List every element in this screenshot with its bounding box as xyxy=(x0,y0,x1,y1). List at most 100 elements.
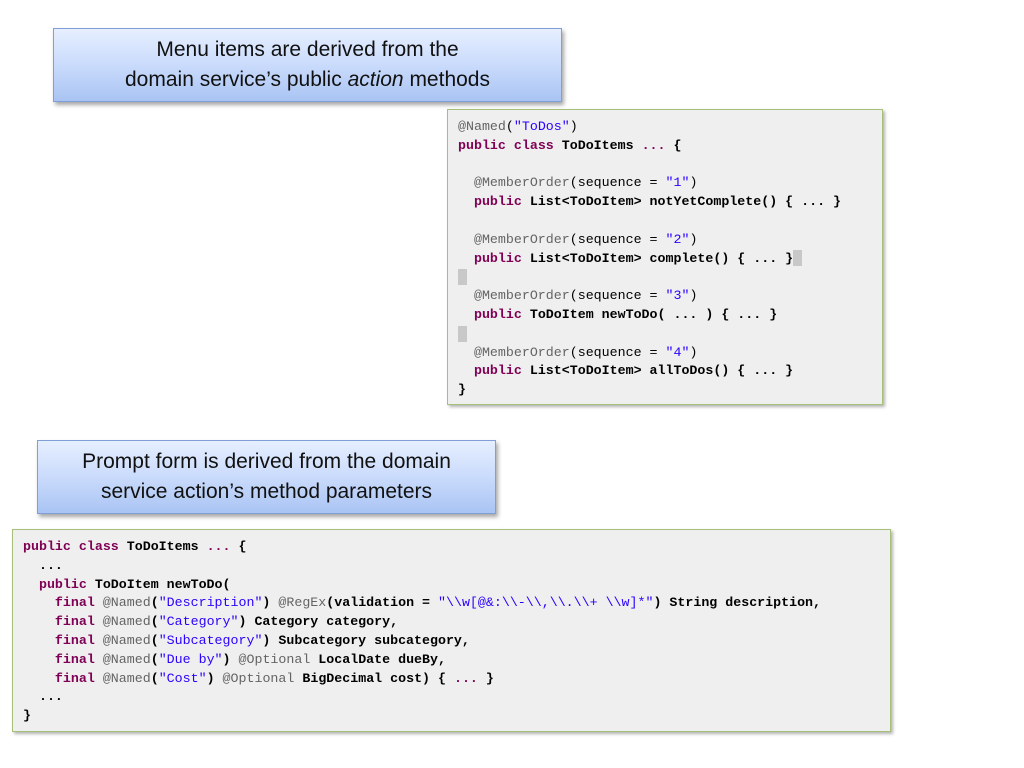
code-text: (sequence = xyxy=(569,231,666,247)
code-keyword: final xyxy=(54,614,95,630)
code-text xyxy=(458,288,474,303)
code-string: "Due by" xyxy=(158,651,223,667)
code-text xyxy=(458,345,474,360)
code-text: ToDoItems xyxy=(553,137,642,153)
code-top-line: public List<ToDoItem> allToDos() { ... } xyxy=(458,362,882,381)
code-annotation: @MemberOrder xyxy=(473,231,570,247)
code-text: ) Category category, xyxy=(238,614,399,630)
code-text: ) Subcategory subcategory, xyxy=(262,632,470,648)
code-annotation: @RegEx xyxy=(278,595,327,611)
code-annotation: @Named xyxy=(458,119,506,134)
code-text xyxy=(23,577,39,592)
code-string: "Description" xyxy=(158,595,263,611)
code-text: ToDoItems xyxy=(118,539,207,554)
code-text xyxy=(458,251,474,266)
code-text: ) xyxy=(262,595,279,611)
code-text: ... xyxy=(23,557,63,573)
text-cursor-marker xyxy=(793,250,803,267)
newtodo-method-code-block: public class ToDoItems ... { ... public … xyxy=(12,529,891,732)
code-string: "1" xyxy=(665,175,690,191)
code-text: List<ToDoItem> notYetComplete() { ... } xyxy=(521,194,842,210)
code-text: ) xyxy=(689,288,698,304)
code-text xyxy=(23,633,55,648)
code-annotation: @Named xyxy=(102,632,151,648)
code-text: (sequence = xyxy=(569,175,666,191)
code-text: List<ToDoItem> complete() { ... } xyxy=(521,250,794,266)
code-bottom-line: final @Named("Subcategory") Subcategory … xyxy=(23,632,890,651)
code-text: ( xyxy=(505,119,514,134)
code-text: (validation = xyxy=(326,595,438,611)
top-callout-line2-post: methods xyxy=(403,68,490,91)
code-text: ) xyxy=(689,175,698,191)
code-text: (sequence = xyxy=(569,344,666,360)
gutter-marker xyxy=(458,325,467,342)
code-string: "3" xyxy=(665,288,690,304)
code-text: ) xyxy=(689,231,698,247)
code-text: ) String description, xyxy=(653,595,822,611)
code-top-line: public class ToDoItems ... { xyxy=(458,137,882,156)
code-top-line xyxy=(458,325,882,344)
code-annotation: @Optional xyxy=(238,651,311,667)
code-keyword: ... xyxy=(641,137,666,153)
code-text xyxy=(95,614,103,629)
code-text: (sequence = xyxy=(569,288,666,304)
code-text: List<ToDoItem> allToDos() { ... } xyxy=(521,363,794,379)
code-bottom-line: final @Named("Description") @RegEx(valid… xyxy=(23,594,890,613)
code-text xyxy=(458,194,474,209)
code-keyword: public xyxy=(473,194,522,210)
code-bottom-line: public ToDoItem newToDo( xyxy=(23,576,890,595)
code-text: ToDoItem newToDo( xyxy=(86,576,231,592)
code-text xyxy=(458,363,474,378)
code-text xyxy=(95,595,103,610)
code-bottom-line: final @Named("Cost") @Optional BigDecima… xyxy=(23,670,890,689)
code-top-line xyxy=(458,268,882,287)
code-text: ( xyxy=(150,670,159,686)
todoitems-menu-code-block: @Named("ToDos")public class ToDoItems ..… xyxy=(447,109,883,405)
code-text: ( xyxy=(150,632,159,648)
code-top-line xyxy=(458,156,882,175)
code-keyword: ... xyxy=(453,670,478,686)
code-text xyxy=(23,671,55,686)
code-text: ) xyxy=(689,344,698,360)
code-text: ) xyxy=(569,119,578,134)
code-string: "Cost" xyxy=(158,670,207,686)
code-string: "ToDos" xyxy=(513,119,570,134)
code-top-line xyxy=(458,212,882,231)
code-text xyxy=(95,671,103,686)
code-keyword: final xyxy=(54,651,95,667)
code-string: "2" xyxy=(665,231,690,247)
code-text xyxy=(95,652,103,667)
bottom-callout-box: Prompt form is derived from the domain s… xyxy=(37,440,496,514)
top-callout-line2: domain service’s public action methods xyxy=(54,65,561,95)
code-text xyxy=(458,307,474,322)
code-text: LocalDate dueBy, xyxy=(310,651,446,667)
code-text: ) xyxy=(206,670,223,686)
code-top-line: @Named("ToDos") xyxy=(458,118,882,137)
code-text xyxy=(95,633,103,648)
code-annotation: @Named xyxy=(102,670,151,686)
top-callout-box: Menu items are derived from the domain s… xyxy=(53,28,562,102)
code-keyword: final xyxy=(54,595,95,611)
code-text: { xyxy=(665,137,682,153)
code-annotation: @Named xyxy=(102,651,151,667)
top-callout-emphasis: action xyxy=(347,68,404,91)
code-text xyxy=(23,614,55,629)
top-callout-line1: Menu items are derived from the xyxy=(156,38,459,61)
code-text: ( xyxy=(150,651,159,667)
code-keyword: public xyxy=(473,306,522,322)
code-text xyxy=(23,652,55,667)
code-text: } xyxy=(23,708,31,724)
code-top-line: public List<ToDoItem> complete() { ... } xyxy=(458,250,882,269)
code-bottom-line: ... xyxy=(23,557,890,576)
code-annotation: @MemberOrder xyxy=(473,288,570,304)
code-annotation: @Named xyxy=(102,614,151,630)
code-text: ToDoItem newToDo( ... ) { ... } xyxy=(521,306,778,322)
code-string: "\\w[@&:\\-\\,\\.\\+ \\w]*" xyxy=(438,595,654,611)
code-text xyxy=(71,539,79,554)
code-top-line: } xyxy=(458,381,882,400)
code-text: ) xyxy=(222,651,239,667)
code-top-line: @MemberOrder(sequence = "4") xyxy=(458,344,882,363)
code-keyword: class xyxy=(513,137,554,153)
code-text: ... xyxy=(23,689,63,705)
top-callout-line2-pre: domain service’s public xyxy=(125,68,348,91)
